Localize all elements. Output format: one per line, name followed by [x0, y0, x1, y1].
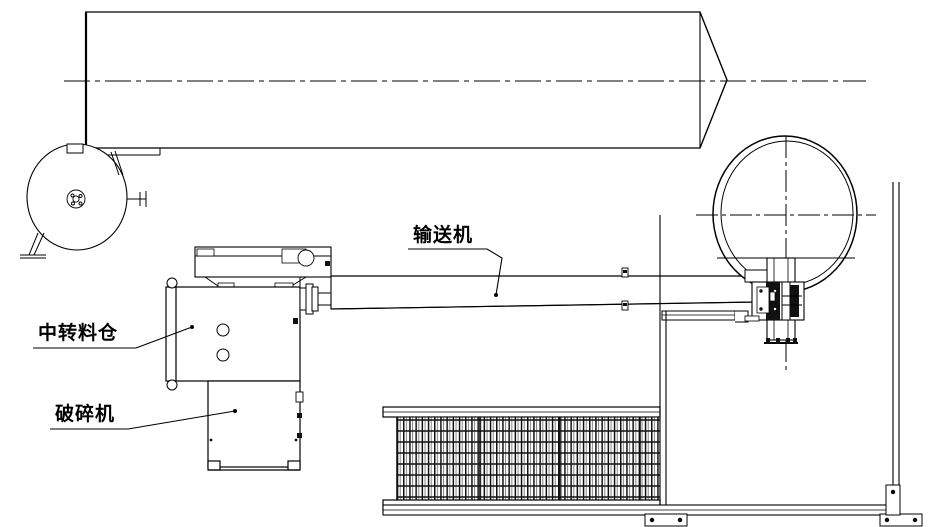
conveyor-drive	[293, 283, 340, 340]
bearing-block	[744, 269, 805, 322]
hopper-top-housing	[194, 246, 332, 278]
vessel-cone-nose	[699, 11, 728, 149]
grating-panel	[382, 406, 661, 512]
platform-post-left	[659, 215, 667, 513]
base-rail	[382, 504, 900, 516]
left-drum-leg	[20, 232, 46, 259]
column-base-fittings	[764, 338, 798, 344]
leader-transfer-hopper	[33, 325, 194, 349]
left-drum-brace	[110, 150, 124, 176]
discharge-chute	[661, 310, 749, 323]
label-crusher: 破碎机	[55, 403, 116, 425]
crusher-body	[207, 380, 304, 471]
label-leaders	[33, 248, 503, 430]
label-transfer-hopper: 中转料仓	[38, 322, 119, 344]
label-conveyor: 输送机	[413, 224, 474, 246]
leader-conveyor	[408, 248, 503, 297]
base-plate	[644, 484, 923, 527]
conveyor-clamps	[621, 267, 629, 311]
left-drum-nozzle	[66, 143, 84, 154]
platform-post-right	[892, 182, 900, 513]
leader-crusher	[50, 409, 237, 430]
right-ring-drum	[712, 135, 858, 293]
left-drum	[26, 143, 128, 251]
left-drum-flange	[127, 191, 147, 207]
transfer-hopper-body	[165, 277, 301, 391]
left-drum-hub	[66, 189, 86, 209]
